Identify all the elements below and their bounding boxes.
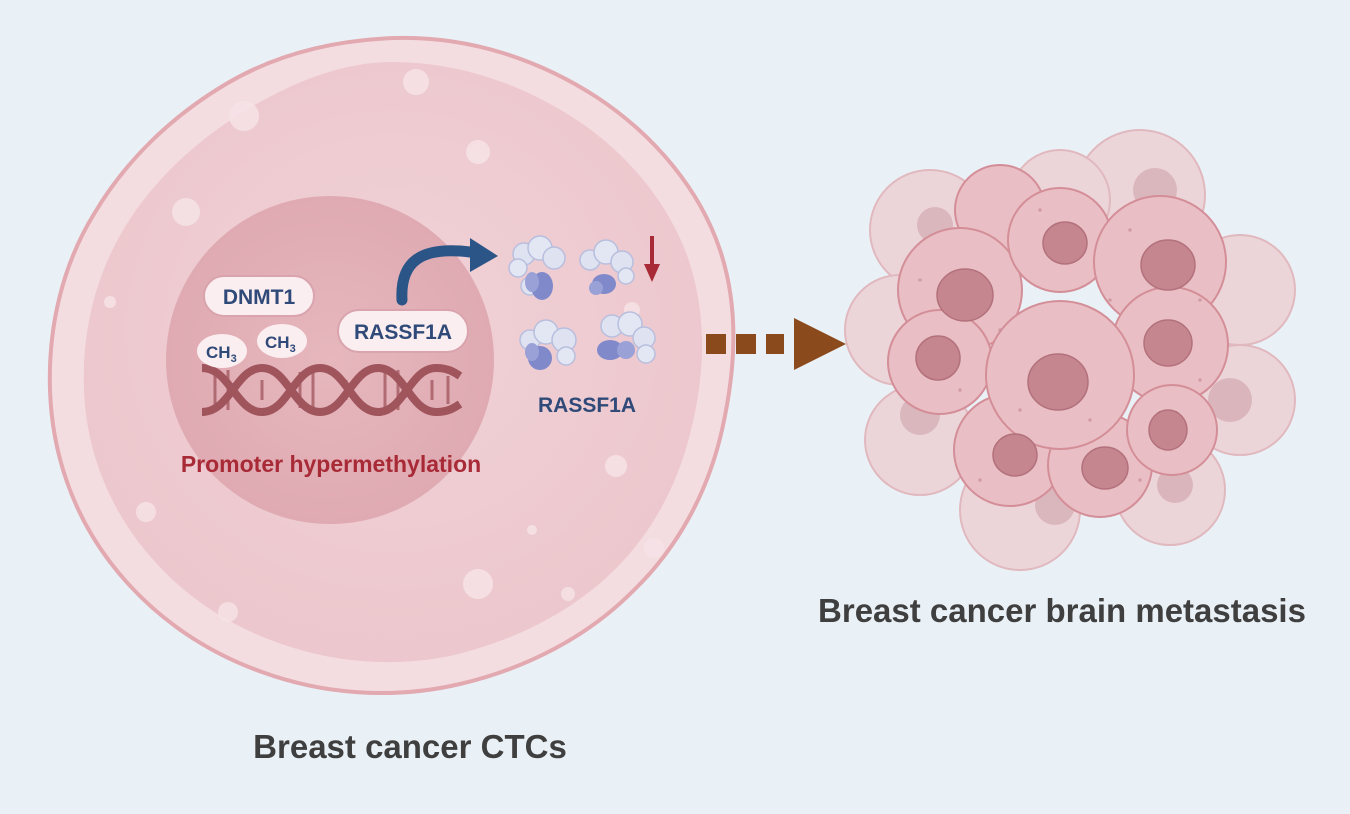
methyl-bubble <box>257 324 307 358</box>
protein-icon <box>597 311 656 364</box>
protein-lobe <box>636 344 656 364</box>
ctc-caption: Breast cancer CTCs <box>253 728 567 765</box>
nucleus <box>1157 467 1193 503</box>
foreground-nuclei <box>915 221 1196 490</box>
granule <box>1198 378 1202 382</box>
down-arrow-head <box>644 264 660 282</box>
protein-core <box>589 281 603 295</box>
vesicle <box>229 101 259 131</box>
protein-icon <box>519 319 577 370</box>
dnmt1-label-group: DNMT1 <box>203 275 315 317</box>
down-arrow-icon <box>644 236 660 282</box>
nucleus <box>936 268 994 322</box>
granule <box>1128 228 1132 232</box>
arrow-head <box>794 318 846 370</box>
nucleus <box>915 335 961 381</box>
vesicle <box>561 587 575 601</box>
granule <box>958 388 962 392</box>
granule <box>978 478 982 482</box>
dnmt1-label: DNMT1 <box>223 286 296 309</box>
metastasis-caption: Breast cancer brain metastasis <box>818 592 1306 629</box>
methyl-subscript: 3 <box>231 353 237 365</box>
vesicle <box>218 602 238 622</box>
nucleus <box>992 433 1038 477</box>
vesicle <box>172 198 200 226</box>
protein-core <box>525 272 539 292</box>
protein-lobe <box>508 258 528 278</box>
nucleus <box>1042 221 1088 265</box>
protein-lobe <box>617 267 635 285</box>
granule <box>1018 408 1022 412</box>
methyl-bubble <box>197 334 247 368</box>
mechanism-label: Promoter hypermethylation <box>181 451 481 477</box>
cell-granules <box>918 208 1202 482</box>
granule <box>1108 298 1112 302</box>
nucleus <box>1027 353 1089 411</box>
granule <box>1038 208 1042 212</box>
protein-icon <box>508 235 566 300</box>
methyl-text: CH3 <box>206 343 237 365</box>
vesicle <box>136 502 156 522</box>
nucleus <box>1148 409 1188 451</box>
protein-icon <box>579 239 635 295</box>
vesicle <box>403 69 429 95</box>
rassf1a-gene-label: RASSF1A <box>354 321 452 344</box>
vesicle <box>463 569 493 599</box>
methyl-subscript: 3 <box>290 343 296 355</box>
vesicle <box>104 296 116 308</box>
methyl-text: CH3 <box>265 333 296 355</box>
nucleus <box>1140 239 1196 291</box>
dnmt1-pill <box>203 275 315 317</box>
protein-lobe <box>542 246 566 270</box>
vesicle <box>605 455 627 477</box>
methyl-group-2: CH3 <box>257 324 307 358</box>
arrow-dash <box>706 334 726 354</box>
granule <box>1198 298 1202 302</box>
nucleus <box>1081 446 1129 490</box>
dna-strand <box>201 363 463 417</box>
rassf1a-gene-group: RASSF1A <box>337 309 469 353</box>
arrow-dash <box>736 334 756 354</box>
methyl-group-1: CH3 <box>197 334 247 368</box>
granule <box>918 278 922 282</box>
granule <box>1138 478 1142 482</box>
granule <box>998 328 1002 332</box>
protein-core <box>525 343 539 361</box>
granule <box>1088 418 1092 422</box>
curved-arrow-head <box>470 238 498 272</box>
dna-strand <box>201 363 463 417</box>
ctc-cell: DNMT1 CH3 CH3 RASSF1A <box>47 35 736 696</box>
vesicle <box>644 538 664 558</box>
protein-core <box>617 341 635 359</box>
methyl-symbol: CH <box>265 333 290 352</box>
rassf1a-gene-pill <box>337 309 469 353</box>
methyl-symbol: CH <box>206 343 231 362</box>
protein-lobe <box>556 346 576 366</box>
dna-helix <box>201 363 463 417</box>
curved-arrow-shaft <box>396 245 476 306</box>
rassf1a-proteins <box>508 235 656 370</box>
vesicle <box>527 525 537 535</box>
protein-core <box>597 340 623 360</box>
rassf1a-protein-label: RASSF1A <box>538 394 636 417</box>
nucleus <box>1208 378 1252 422</box>
nucleus <box>1143 319 1193 367</box>
vesicle <box>466 140 490 164</box>
dashed-right-arrow-icon <box>706 318 846 370</box>
metastasis-cluster <box>844 129 1296 571</box>
curved-arrow-icon <box>396 238 498 306</box>
arrow-dash <box>766 334 784 354</box>
